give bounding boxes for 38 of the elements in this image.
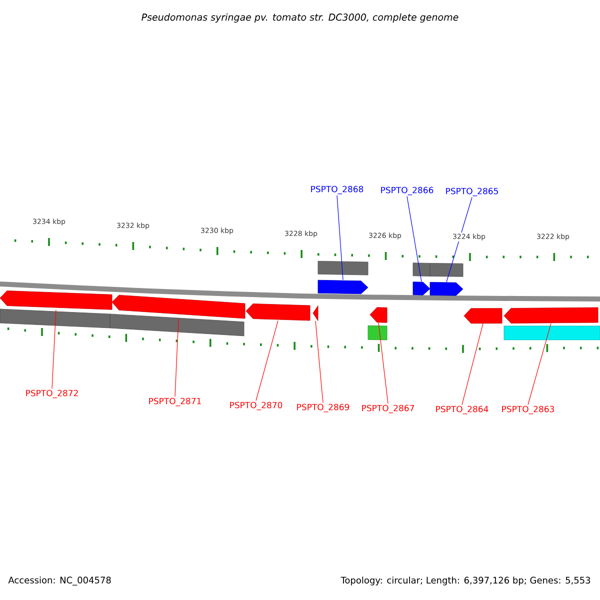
gene-label: PSPTO_2871 [149,398,201,406]
gene-label: PSPTO_2870 [230,402,282,410]
gene-block [312,306,318,321]
gene-block [318,280,368,294]
gene-label: PSPTO_2872 [26,390,78,398]
leader-line [406,196,422,282]
leader-line [528,323,552,405]
gene-label: PSPTO_2868 [311,186,364,194]
leader-line [174,318,179,397]
gene-label: PSPTO_2863 [502,406,554,414]
gene-block [464,308,502,324]
gene-label: PSPTO_2867 [362,404,414,414]
leader-line [378,322,388,404]
gene-label: PSPTO_2866 [381,186,434,196]
title: Pseudomonas syringae pv. tomato str. DC3000, complete genome [142,13,458,23]
gene-block [412,282,430,296]
feature-bar [110,314,244,336]
footer-text: Accession: NC_004578 [8,576,111,586]
feature-bar [368,325,388,340]
gene-block [0,290,112,310]
leader-line [446,197,472,282]
gene-block [430,282,464,296]
leader-line [52,310,56,389]
gene-label: PSPTO_2869 [297,404,350,412]
feature-bar [504,326,600,340]
leader-line [256,320,278,401]
leader-line [336,195,344,280]
gene-label: PSPTO_2864 [436,406,488,414]
feature-bar [0,308,110,328]
footer-text: Topology: circular; Length: 6,397,126 bp; Genes: 5,553 [340,576,590,586]
feature-bar [412,262,430,276]
gene-block [370,307,388,323]
leader-line [462,323,484,405]
feature-bar [318,260,368,276]
gene-label: PSPTO_2865 [446,188,498,196]
leader-line [315,320,324,403]
gene-block [246,304,310,321]
feature-bar [430,263,464,277]
